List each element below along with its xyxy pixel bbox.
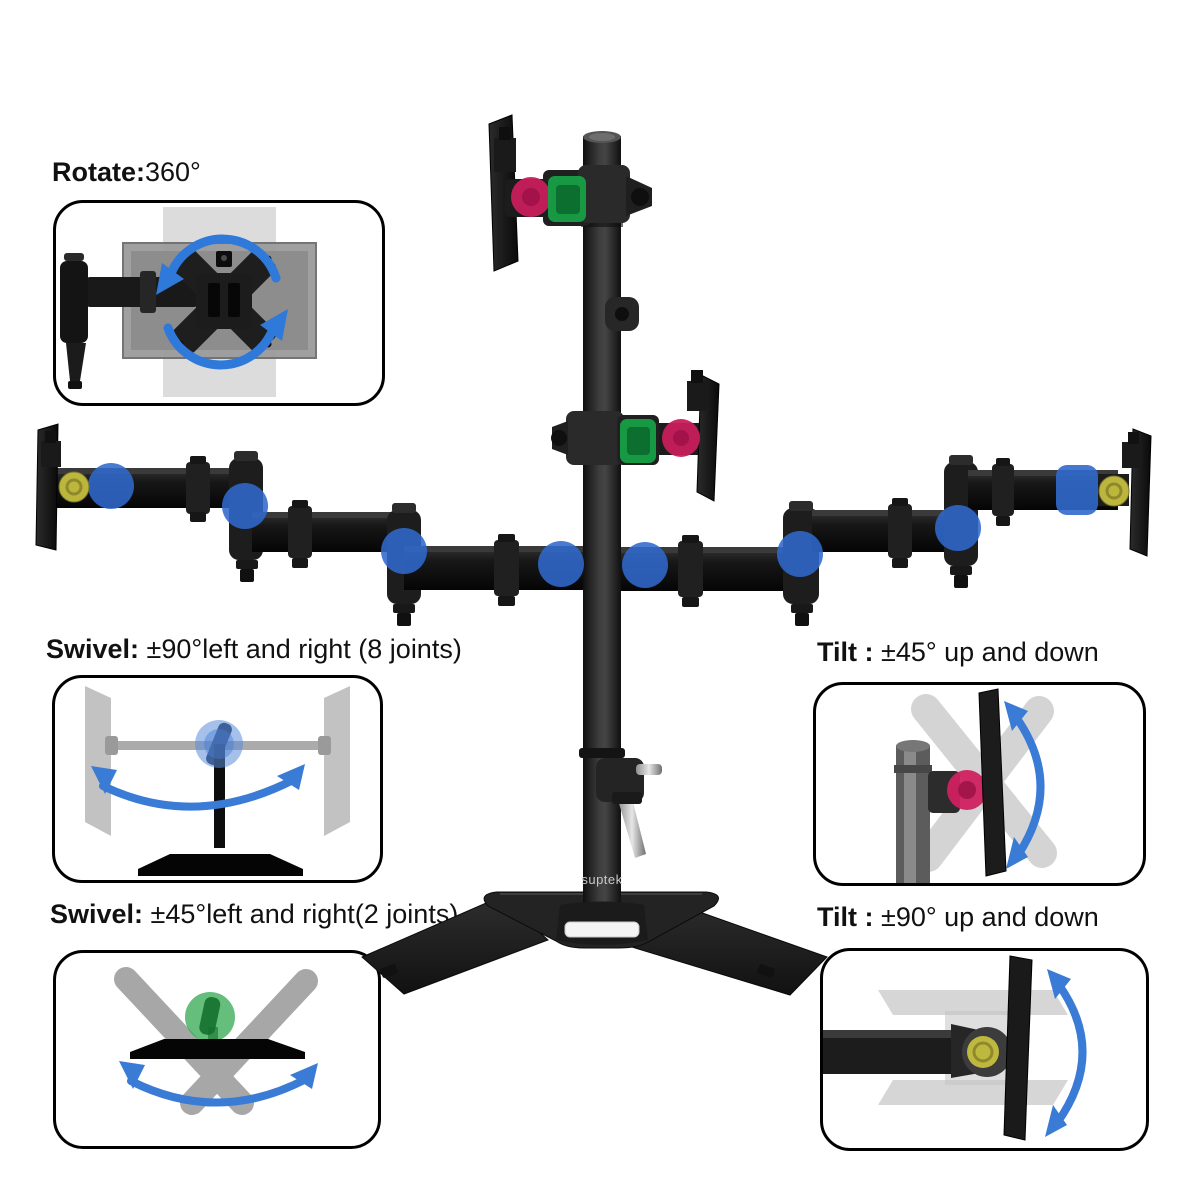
left-monitor-arm [35,423,584,626]
arrowhead [91,766,117,794]
tilt-90-illustration [823,955,1087,1141]
tilt45-label: Tilt : ±45° up and down [817,637,1099,668]
tilt-arrow-icon [1012,713,1045,859]
monitor-panel [1003,955,1033,1141]
tilt90-label-rest: ±90° up and down [873,902,1099,932]
ghost-arm-end [105,736,118,755]
swivel-joint-blue [381,528,427,574]
brand-logo: suptek [581,872,623,887]
tilt-45-illustration [894,688,1057,883]
swivel-joint-blue [935,505,981,551]
swivel45-callout-box [53,950,381,1149]
ghost-arm-end [318,736,331,755]
tilt45-label-bold: Tilt : [817,637,874,667]
swivel-joint-highlight [195,720,243,768]
rotate-joint-pink [511,177,551,217]
tilt-joint-yellow-ring [65,478,83,496]
tilt-joint-core [958,781,976,799]
arrowhead [1006,837,1028,869]
pole-clamp [605,297,639,331]
pole [579,131,625,928]
tilt-joint-yellow [58,471,90,503]
rotate-360-illustration [60,207,317,397]
swivel90-label-rest: ±90°left and right (8 joints) [139,634,462,664]
arrowhead [156,263,184,295]
swivel45-label: Swivel: ±45°left and right(2 joints) [50,899,458,930]
swivel90-callout-box [52,675,383,883]
rotate-joint-pink-core [522,188,540,206]
swivel90-label-bold: Swivel: [46,634,140,664]
clamp-lever [618,798,646,858]
arrowhead [119,1061,145,1089]
swivel-joint-blue [88,463,134,509]
swivel-joint-green [620,419,656,463]
base-riser-highlight [564,921,640,938]
tilt90-label-bold: Tilt : [817,902,874,932]
right-monitor-panel [1129,428,1152,557]
swivel45-joint-core [199,997,221,1035]
swivel-45-illustration [114,967,318,1115]
top-monitor [488,114,652,272]
rotate-joint-pink-core [673,430,689,446]
rotate-label-bold: Rotate: [52,157,145,187]
middle-monitor [551,370,720,502]
middle-monitor-panel [696,374,720,502]
arrowhead [1047,969,1071,999]
base-silhouette [138,854,303,876]
top-monitor-panel [488,114,519,272]
base-silhouette [130,1039,305,1059]
swivel-joint-blue-square [1056,465,1098,515]
base-leg-right [611,897,828,996]
arrowhead [1045,1105,1067,1137]
rotate-label: Rotate:360° [52,157,201,188]
tilt45-callout-box [813,682,1146,886]
base-center [556,901,648,945]
tilt-joint-ring [972,1041,994,1063]
tilt-arrow-icon [1053,981,1087,1127]
left-monitor-panel [35,423,59,551]
tilt-joint-highlight [967,1036,999,1068]
monitor-panel [978,688,1007,877]
swivel-joint-blue [777,531,823,577]
arrowhead [260,309,288,341]
swivel-joint-blue [222,483,268,529]
base-plate [483,891,719,949]
arrowhead [277,764,305,790]
arrowhead [1004,701,1028,731]
arrowhead [290,1063,318,1089]
swivel-joint-blue [538,541,584,587]
tilt90-label: Tilt : ±90° up and down [817,902,1099,933]
rotate-label-rest: 360° [145,157,201,187]
pole [894,740,932,883]
tilt-joint-yellow-ring [1105,482,1123,500]
swivel-arrow-icon [99,776,297,811]
rotate-callout-box [53,200,385,406]
swivel45-label-bold: Swivel: [50,899,144,929]
swivel-joint-green [548,176,586,222]
ghost-right-monitor [324,686,350,836]
clamp-pin [636,764,662,775]
swivel-arrow-icon [127,1075,310,1107]
tilt45-label-rest: ±45° up and down [873,637,1099,667]
ghost-left-monitor [85,686,111,836]
height-clamp [596,758,662,858]
swivel-joint-green-core [627,427,650,455]
right-monitor-arm [620,428,1152,626]
swivel90-label: Swivel: ±90°left and right (8 joints) [46,634,462,665]
swivel-joint-blue [622,542,668,588]
swivel45-label-rest: ±45°left and right(2 joints) [143,899,459,929]
vesa-plate [172,249,276,353]
tilt-joint-yellow [1098,475,1130,507]
swivel-90-illustration [85,686,350,876]
rotation-arrows-icon [163,234,281,370]
swivel-joint-green-core [556,185,580,214]
tilt90-callout-box [820,948,1149,1151]
swivel-joint-highlight-inner [204,729,234,759]
pole-side [214,744,225,848]
rotate-joint-pink [662,419,700,457]
